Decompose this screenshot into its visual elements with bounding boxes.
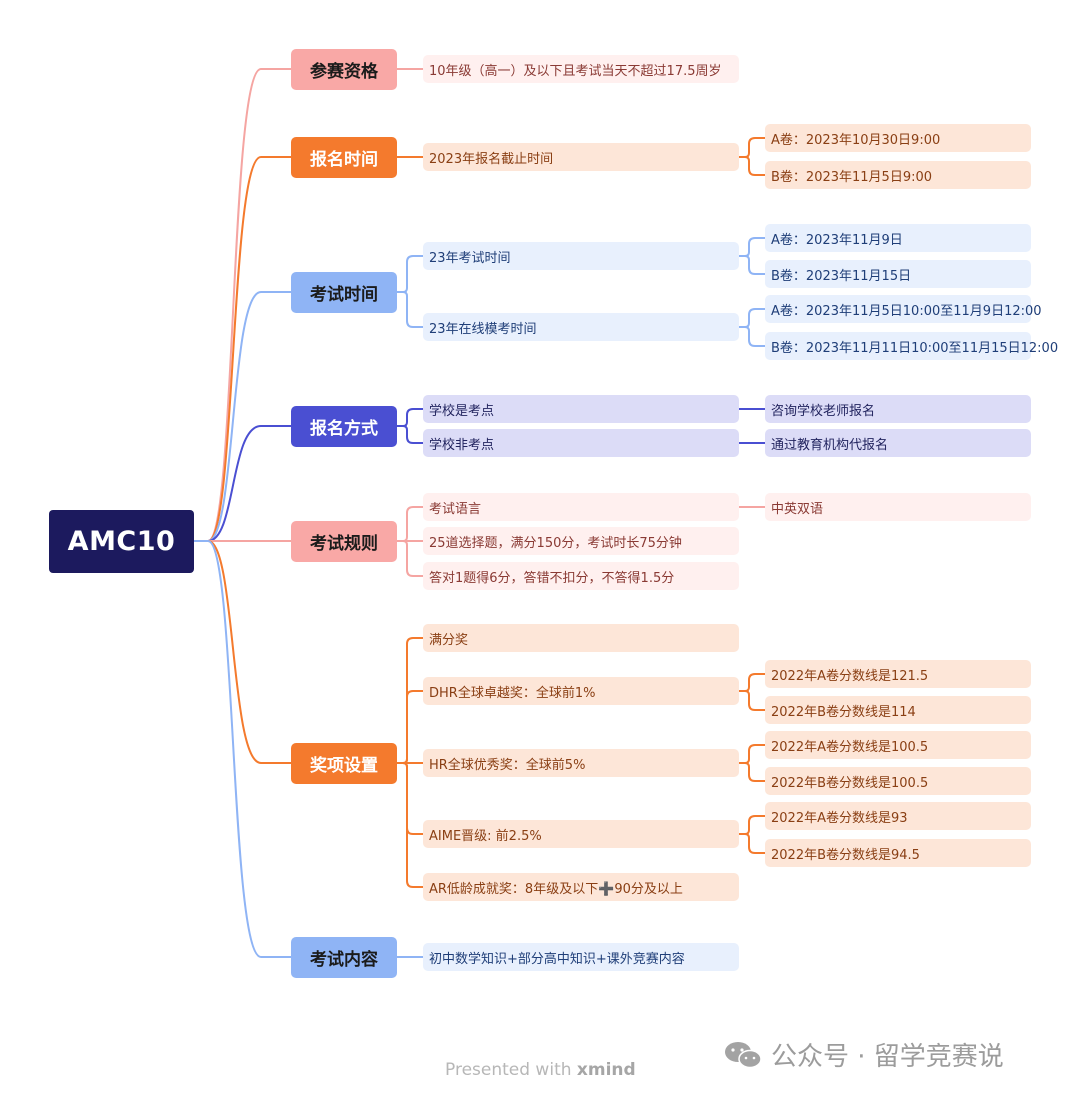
- connector-line: [739, 255, 765, 275]
- footer-prefix: Presented with: [445, 1060, 577, 1080]
- connector-line: [397, 690, 423, 764]
- branch-exam-rules[interactable]: 考试规则: [291, 520, 397, 562]
- connector-line: [739, 815, 765, 835]
- branch-registration-method[interactable]: 报名方式: [291, 405, 397, 447]
- connector-line: [194, 540, 291, 958]
- branch-eligibility[interactable]: 参赛资格: [291, 48, 397, 90]
- subtopic-registration-time-0-0[interactable]: A卷：2023年10月30日9:00: [765, 124, 1031, 152]
- subtopic-registration-time-0-1[interactable]: B卷：2023年11月5日9:00: [765, 161, 1031, 189]
- topic-exam-time-0[interactable]: 23年考试时间: [423, 242, 739, 270]
- connector-line: [739, 690, 765, 711]
- subtopic-registration-method-1-0[interactable]: 通过教育机构代报名: [765, 429, 1031, 457]
- connector-line: [397, 425, 423, 444]
- connector-line: [397, 291, 423, 328]
- connector-line: [194, 291, 291, 542]
- branch-awards[interactable]: 奖项设置: [291, 742, 397, 784]
- topic-registration-method-1[interactable]: 学校非考点: [423, 429, 739, 457]
- watermark-text: 公众号 · 留学竞赛说: [771, 1042, 1004, 1072]
- subtopic-awards-3-0[interactable]: 2022年A卷分数线是93: [765, 802, 1031, 830]
- connector-line: [397, 540, 423, 577]
- subtopic-exam-rules-0-0[interactable]: 中英双语: [765, 493, 1031, 521]
- connector-line: [194, 68, 291, 542]
- branch-registration-time[interactable]: 报名时间: [291, 136, 397, 178]
- subtopic-exam-time-1-0[interactable]: A卷：2023年11月5日10:00至11月9日12:00: [765, 295, 1042, 323]
- connector-line: [397, 762, 423, 888]
- topic-awards-4[interactable]: AR低龄成就奖：8年级及以下➕90分及以上: [423, 873, 739, 901]
- subtopic-awards-2-1[interactable]: 2022年B卷分数线是100.5: [765, 767, 1031, 795]
- topic-awards-3[interactable]: AIME晋级: 前2.5%: [423, 820, 739, 848]
- connector-line: [397, 255, 423, 293]
- branch-exam-content[interactable]: 考试内容: [291, 936, 397, 978]
- subtopic-exam-time-0-1[interactable]: B卷：2023年11月15日: [765, 260, 1031, 288]
- wechat-icon: [725, 1041, 762, 1068]
- topic-exam-rules-1[interactable]: 25道选择题，满分150分，考试时长75分钟: [423, 527, 739, 555]
- connector-line: [739, 308, 765, 328]
- topic-awards-2[interactable]: HR全球优秀奖：全球前5%: [423, 749, 739, 777]
- topic-exam-rules-2[interactable]: 答对1题得6分，答错不扣分，不答得1.5分: [423, 562, 739, 590]
- connector-line: [739, 237, 765, 257]
- topic-exam-rules-0[interactable]: 考试语言: [423, 493, 739, 521]
- topic-awards-0[interactable]: 满分奖: [423, 624, 739, 652]
- topic-registration-method-0[interactable]: 学校是考点: [423, 395, 739, 423]
- topic-eligibility-0[interactable]: 10年级（高一）及以下且考试当天不超过17.5周岁: [423, 55, 739, 83]
- branch-exam-time[interactable]: 考试时间: [291, 271, 397, 313]
- subtopic-awards-2-0[interactable]: 2022年A卷分数线是100.5: [765, 731, 1031, 759]
- connector-line: [194, 540, 291, 764]
- connector-line: [194, 156, 291, 542]
- connector-line: [739, 137, 765, 158]
- watermark: 公众号 · 留学竞赛说: [723, 1036, 1004, 1073]
- subtopic-registration-method-0-0[interactable]: 咨询学校老师报名: [765, 395, 1031, 423]
- connector-line: [397, 506, 423, 542]
- connector-line: [739, 762, 765, 782]
- subtopic-exam-time-1-1[interactable]: B卷：2023年11月11日10:00至11月15日12:00: [765, 332, 1058, 360]
- topic-exam-time-1[interactable]: 23年在线模考时间: [423, 313, 739, 341]
- presented-with-footer: Presented with xmind: [445, 1060, 636, 1080]
- root-node[interactable]: AMC10: [49, 510, 194, 573]
- connector-line: [397, 408, 423, 427]
- connector-line: [739, 833, 765, 854]
- connector-line: [739, 326, 765, 347]
- subtopic-exam-time-0-0[interactable]: A卷：2023年11月9日: [765, 224, 1031, 252]
- subtopic-awards-1-1[interactable]: 2022年B卷分数线是114: [765, 696, 1031, 724]
- subtopic-awards-1-0[interactable]: 2022年A卷分数线是121.5: [765, 660, 1031, 688]
- connector-line: [739, 156, 765, 176]
- connector-line: [739, 744, 765, 764]
- subtopic-awards-3-1[interactable]: 2022年B卷分数线是94.5: [765, 839, 1031, 867]
- connector-line: [397, 637, 423, 764]
- xmind-brand: xmind: [576, 1060, 636, 1080]
- connector-line: [739, 673, 765, 692]
- connector-line: [397, 762, 423, 835]
- topic-exam-content-0[interactable]: 初中数学知识+部分高中知识+课外竞赛内容: [423, 943, 739, 971]
- connector-line: [194, 425, 291, 542]
- topic-registration-time-0[interactable]: 2023年报名截止时间: [423, 143, 739, 171]
- topic-awards-1[interactable]: DHR全球卓越奖：全球前1%: [423, 677, 739, 705]
